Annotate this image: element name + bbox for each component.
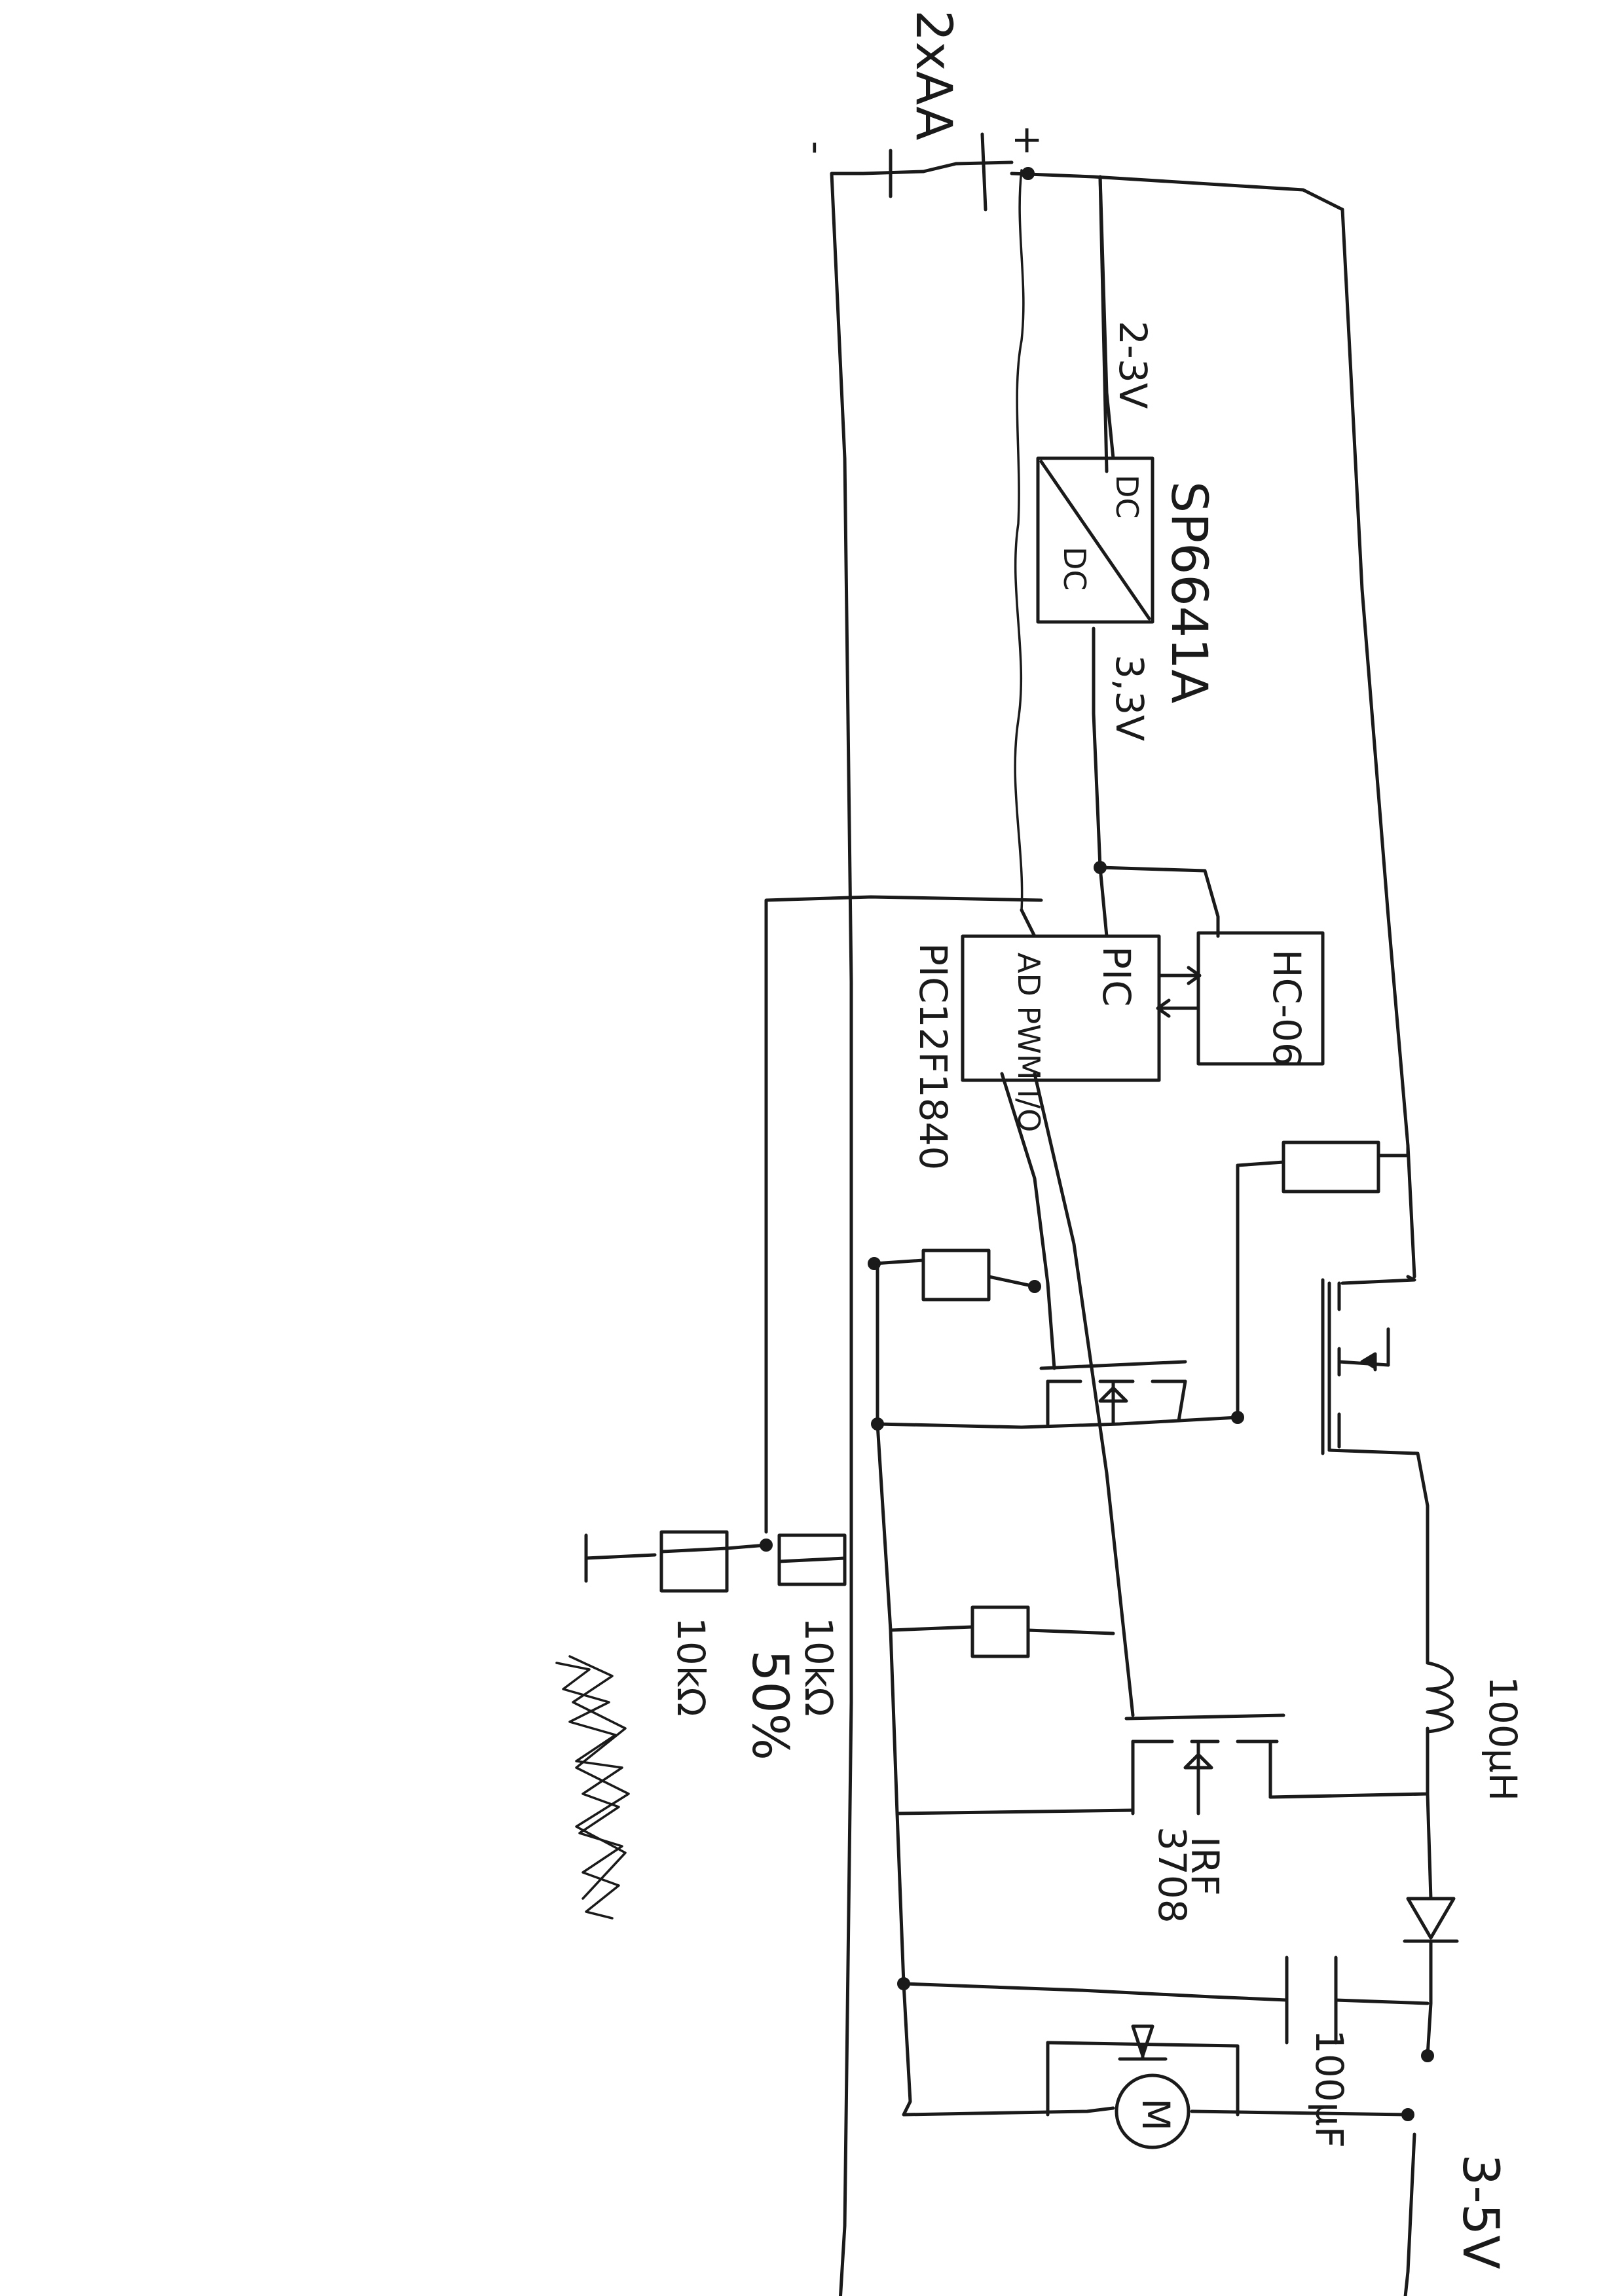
hc06-module: HC-06 — [1196, 931, 1325, 1066]
hc06-label: HC-06 — [1264, 949, 1309, 1066]
output-capacitor: 100µF — [1285, 1956, 1352, 2148]
junction-dots — [760, 167, 1434, 2121]
divider-ratio-label: 50% — [741, 1650, 800, 1760]
inductor: 100µH — [1426, 1661, 1525, 1801]
flyback-diode — [1118, 2024, 1168, 2061]
motor-symbol: M — [1134, 2098, 1178, 2131]
converter-input-label: 2-3V — [1111, 321, 1155, 409]
mosfet-label-2: 3708 — [1150, 1827, 1194, 1923]
resistor-q3-gate — [970, 1605, 1030, 1658]
converter-block-top: DC — [1109, 475, 1145, 519]
mosfet-q3-irf3708: IRF 3708 — [1124, 1713, 1285, 1923]
divider-r-bottom-label: 10kΩ — [669, 1617, 713, 1717]
pic-microcontroller: PIC AD PWM I/O PIC12F1840 — [911, 934, 1202, 1170]
mosfet-q1 — [1321, 1278, 1390, 1455]
output-voltage-label: 3-5V — [1452, 2154, 1510, 2269]
battery-plus: + — [1006, 124, 1050, 156]
mosfet-label-1: IRF — [1183, 1836, 1227, 1896]
converter-block-bottom: DC — [1057, 547, 1092, 591]
pic-body-text: PIC — [1094, 946, 1139, 1007]
divider-labels: 10kΩ 50% 10kΩ — [669, 1617, 841, 1760]
schottky-diode — [1403, 1897, 1459, 1966]
battery-symbol: + - 2xAA — [795, 10, 1050, 211]
battery-label: 2xAA — [905, 10, 963, 140]
pic-name: PIC12F1840 — [911, 943, 955, 1170]
converter-output-label: 3,3V — [1107, 655, 1152, 741]
pic-pins-text: AD PWM I/O — [1011, 953, 1046, 1132]
motor: M — [1115, 2073, 1190, 2149]
divider-r-top-label: 10kΩ — [796, 1617, 841, 1717]
wiring — [584, 169, 1433, 2296]
divider-resistor-top — [777, 1533, 847, 1586]
scribble-mark — [555, 1655, 630, 1920]
resistor-q2-gate — [921, 1248, 991, 1302]
capacitor-label: 100µF — [1307, 2030, 1352, 2148]
divider-resistor-bottom — [659, 1530, 729, 1593]
converter-name: SP6641A — [1160, 481, 1219, 703]
inductor-label: 100µH — [1481, 1676, 1525, 1801]
battery-minus: - — [795, 141, 840, 155]
mosfet-q2 — [1039, 1360, 1187, 1426]
resistor-q1-gate — [1282, 1140, 1380, 1194]
dcdc-converter: DC DC 2-3V SP6641A 3,3V — [1036, 321, 1219, 741]
